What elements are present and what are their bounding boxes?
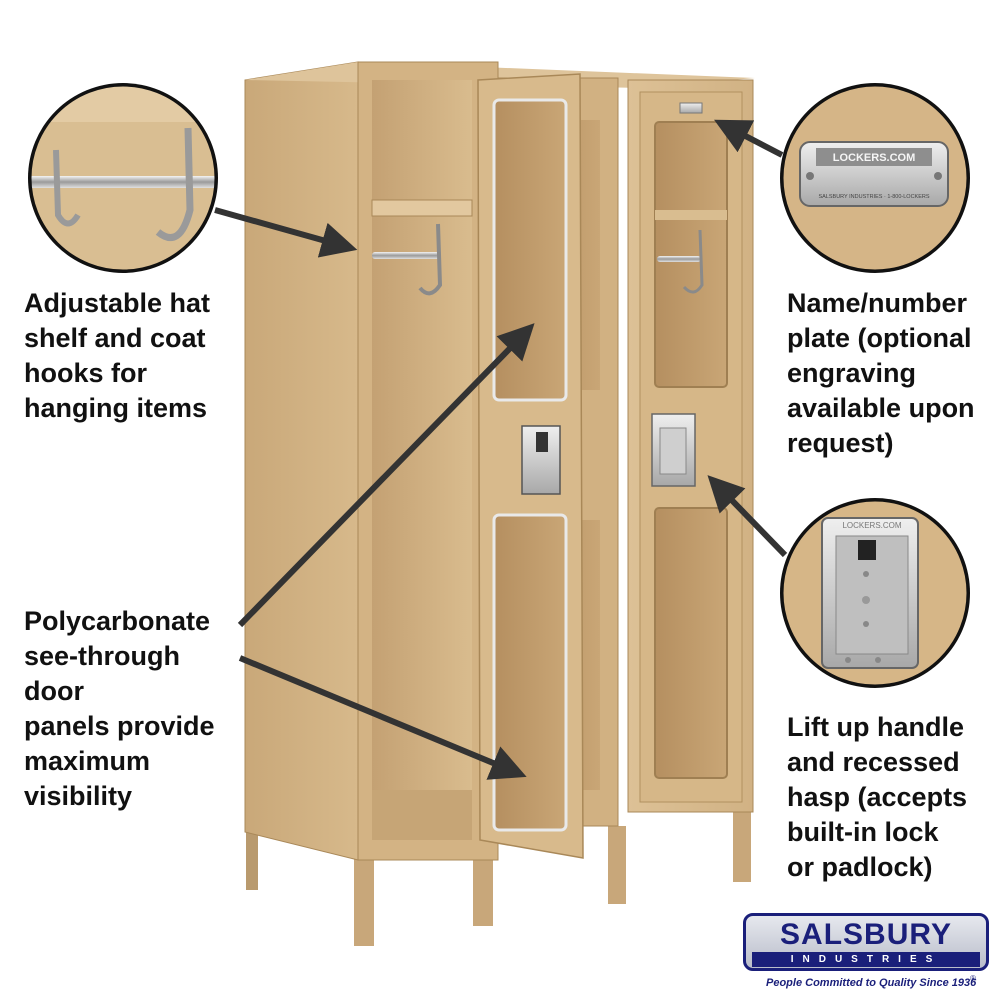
leg-left-front bbox=[354, 840, 374, 946]
leg-middle bbox=[473, 850, 493, 926]
callout-panels-text: Polycarbonate see-through door panels pr… bbox=[24, 606, 215, 811]
arrow-handle bbox=[707, 475, 788, 558]
open-door-lower-window bbox=[492, 513, 568, 832]
name-plate bbox=[679, 102, 703, 114]
arrow-hooks bbox=[214, 207, 358, 258]
logo-tagline: People Committed to Quality Since 1936 bbox=[766, 977, 977, 989]
open-door-latch bbox=[536, 432, 548, 452]
callout-hooks-text: Adjustable hat shelf and coat hooks for … bbox=[24, 288, 211, 423]
logo-sub: INDUSTRIES bbox=[752, 952, 980, 967]
logo-name: SALSBURY bbox=[780, 918, 952, 951]
handle-brand-text: LOCKERS.COM bbox=[842, 521, 901, 530]
right-upper-shelf bbox=[655, 210, 727, 220]
hat-shelf bbox=[371, 199, 473, 217]
recessed-handle-inner bbox=[659, 427, 687, 475]
locker-unit bbox=[244, 61, 755, 946]
inset-name-plate: LOCKERS.COM SALSBURY INDUSTRIES · 1-800-… bbox=[780, 83, 970, 273]
left-compartment-interior bbox=[372, 80, 472, 840]
coat-rod bbox=[372, 252, 440, 259]
registered-mark: ® bbox=[970, 974, 976, 983]
arrow-panels-lower bbox=[238, 655, 527, 780]
arrow-plate bbox=[714, 119, 784, 158]
callout-plate-text: Name/number plate (optional engraving av… bbox=[787, 288, 975, 458]
right-lower-window bbox=[654, 507, 728, 779]
side-panel bbox=[244, 61, 359, 861]
right-rod bbox=[657, 256, 701, 262]
inset-handle: LOCKERS.COM bbox=[780, 498, 970, 688]
callout-handle-text: Lift up handle and recessed hasp (accept… bbox=[787, 712, 968, 882]
inset-hooks bbox=[28, 83, 218, 273]
plate-brand-text: LOCKERS.COM bbox=[833, 152, 916, 164]
salsbury-logo: SALSBURY INDUSTRIES bbox=[743, 913, 989, 971]
leg-right-mid bbox=[608, 826, 626, 904]
leg-right bbox=[733, 812, 751, 882]
plate-small-text: SALSBURY INDUSTRIES · 1-800-LOCKERS bbox=[818, 194, 929, 200]
compartment-floor bbox=[372, 790, 472, 840]
arrow-panels-upper bbox=[237, 323, 535, 628]
right-hook bbox=[682, 229, 704, 294]
coat-hook bbox=[418, 223, 443, 296]
right-upper-window bbox=[654, 121, 728, 388]
pointer-arrows bbox=[214, 119, 788, 780]
